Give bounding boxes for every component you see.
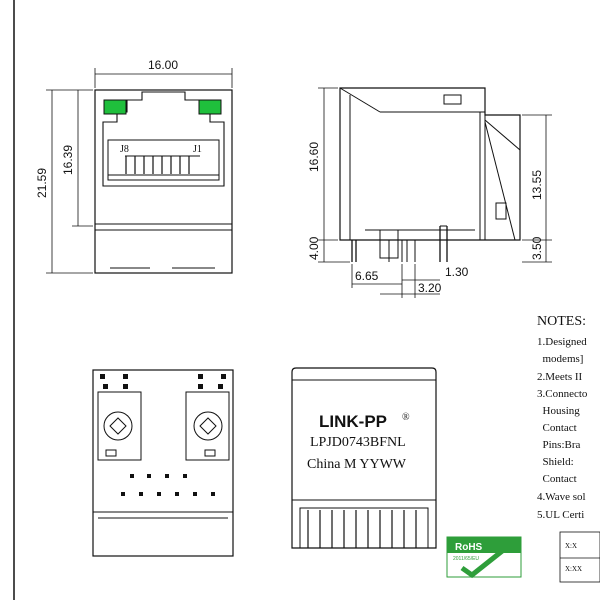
note-line: Shield: [537, 456, 574, 468]
led-right [198, 99, 222, 115]
front-dimension-lines [46, 68, 233, 274]
rohs-label: RoHS [455, 542, 483, 553]
note-line: 2.Meets II [537, 371, 583, 383]
part-number: LPJD0743BFNL [310, 435, 406, 450]
brand-logo-text: LINK-PP [319, 412, 387, 431]
note-line: Contact [537, 473, 577, 485]
dim-side-height: 16.60 [307, 142, 321, 172]
rohs-badge: RoHS 2011/65/EU [446, 536, 522, 579]
front-view [94, 89, 233, 274]
note-line: Pins:Bra [537, 439, 581, 451]
note-line: Housing [537, 405, 580, 417]
note-line: 3.Connecto [537, 388, 588, 400]
marking-view [291, 367, 437, 549]
dim-front-total-height: 21.59 [35, 168, 49, 198]
notes-title: NOTES: [537, 314, 586, 329]
dim-side-upper-height: 13.55 [530, 170, 544, 200]
marking-line3: China M YYWW [307, 457, 407, 472]
bottom-view [92, 369, 234, 557]
notes-list: 1.Designed modems] 2.Meets II 3.Connecto… [537, 336, 588, 521]
note-line: Contact [537, 422, 577, 434]
dim-pin-pitch: 1.30 [445, 265, 469, 279]
rohs-sub: 2011/65/EU [453, 556, 479, 562]
title-block [559, 531, 600, 583]
registered-mark: ® [402, 412, 410, 423]
led-left [103, 99, 127, 115]
pin-label-j1: J1 [193, 144, 202, 155]
title-block-row1: X:X [565, 542, 577, 550]
title-block-row2: X:XX [565, 565, 582, 573]
marking-view-pins [307, 510, 417, 548]
side-dimension-lines [318, 87, 552, 298]
dim-side-pin-length: 4.00 [307, 236, 321, 260]
checkmark-icon [460, 546, 508, 579]
note-line: 4.Wave sol [537, 491, 586, 503]
dim-pin-offset: 6.65 [355, 269, 379, 283]
dim-pin-span: 3.20 [418, 281, 442, 295]
pin-label-j8: J8 [120, 144, 129, 155]
note-line: 5.UL Certi [537, 509, 584, 521]
dim-front-body-height: 16.39 [61, 145, 75, 175]
side-view [339, 87, 521, 262]
note-line: 1.Designed [537, 336, 587, 348]
bottom-view-holes [100, 374, 226, 496]
note-line: modems] [537, 353, 583, 365]
dim-side-lower-height: 3.50 [530, 236, 544, 260]
dim-front-width: 16.00 [148, 58, 178, 72]
